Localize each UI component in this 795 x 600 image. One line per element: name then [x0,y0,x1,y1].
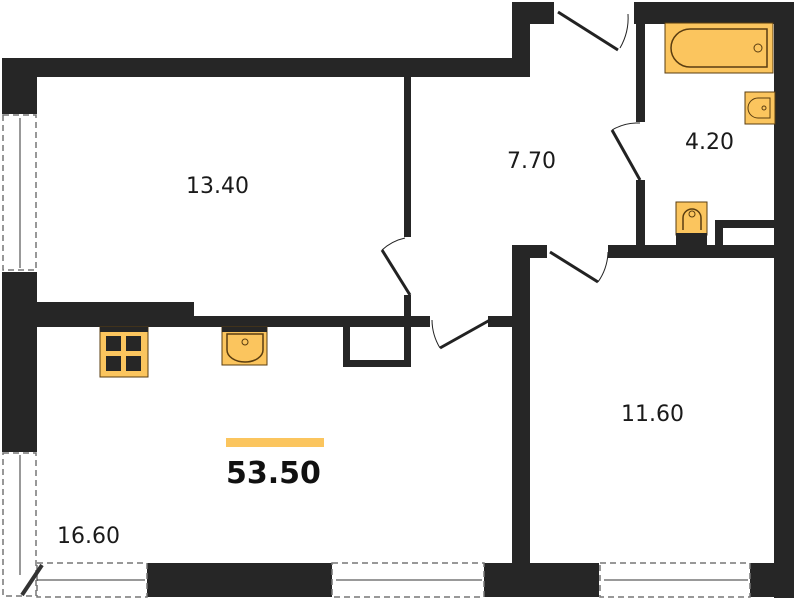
washbasin-icon [744,91,776,125]
kitchen-living-area: 16.60 [57,524,120,549]
room-2-area: 11.60 [621,402,684,427]
doors [380,10,642,350]
total-area-accent-bar [226,438,324,447]
total-area: 53.50 [226,456,321,491]
room-1-area: 13.40 [186,174,249,199]
toilet-icon [675,201,708,249]
window-sashes [19,118,748,597]
bathtub-icon [664,22,774,74]
kitchen-sink-icon [221,326,268,366]
windows [2,114,751,598]
stove-icon [99,326,149,378]
hallway-area: 7.70 [507,149,556,174]
bathroom-area: 4.20 [685,130,734,155]
